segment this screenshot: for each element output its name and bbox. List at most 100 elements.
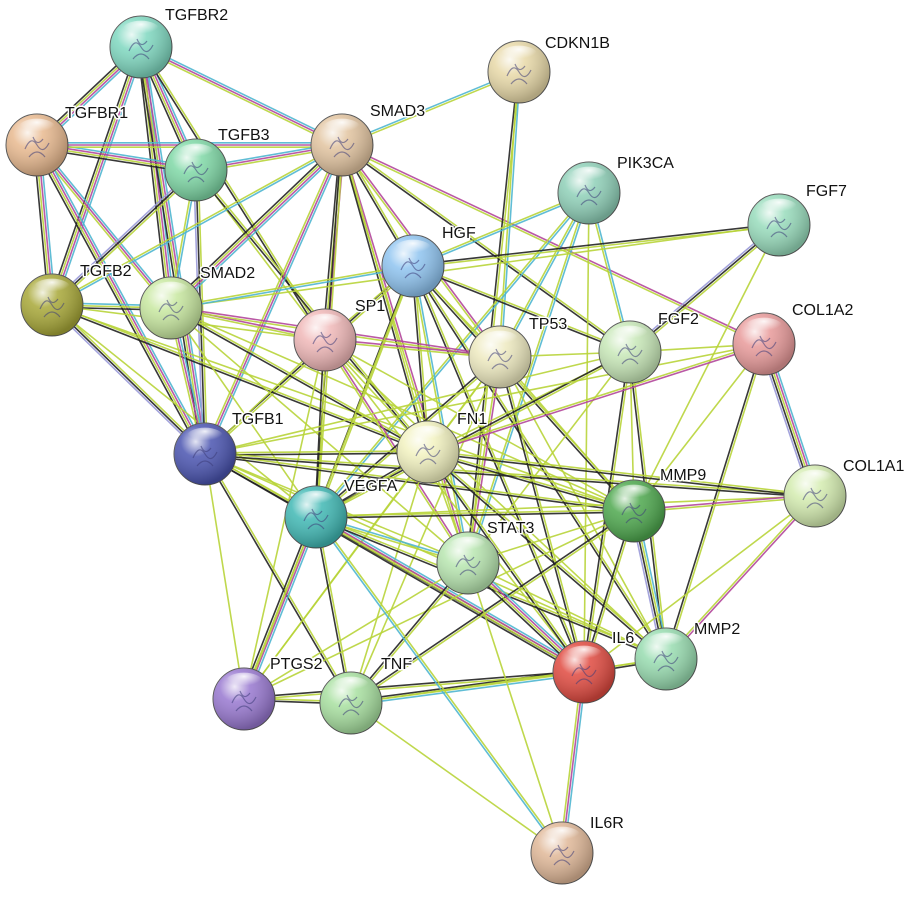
edge-line-coexpression [48,45,139,305]
edge-line-textmining [583,495,816,673]
protein-structure-icon [487,348,513,370]
edge-cdkn1b-tp53 [498,71,521,358]
edge-smad3-fgf2 [340,143,632,354]
node-col1a2[interactable]: COL1A2 [732,301,855,376]
edge-tgfbr2-smad3 [139,44,344,148]
node-label: TGFB2 [80,263,132,280]
edge-smad3-col1a2 [340,143,766,346]
node-ptgs2[interactable]: PTGS2 [212,655,324,731]
node-mmp9[interactable]: MMP9 [602,466,708,543]
edge-line-coexpression [664,342,764,660]
edge-line-textmining [204,453,245,700]
edge-line-experimental [204,144,343,455]
node-label: TGFBR1 [65,105,128,122]
node-fgf2[interactable]: FGF2 [598,310,700,384]
edge-line-textmining [427,450,668,659]
node-fgf7[interactable]: FGF7 [747,182,848,257]
edge-line-textmining [427,450,816,496]
edge-col1a1-mmp2 [664,494,817,661]
edge-line-textmining [498,71,519,358]
edge-line-textmining [243,510,635,700]
node-cdkn1b[interactable]: CDKN1B [487,34,611,104]
node-mmp2[interactable]: MMP2 [634,620,742,691]
edge-line-coexpression [349,669,585,702]
edge-line-experimental [170,144,344,310]
edge-vegfa-col1a1 [315,495,816,518]
edge-line-known_db [54,47,145,307]
node-highlight [647,632,685,652]
edge-line-known_db [314,516,562,855]
node-tgfb1[interactable]: TGFB1 [173,410,285,486]
node-il6[interactable]: IL6 [552,629,636,704]
node-label: HGF [442,225,476,242]
edge-pik3ca-il6 [583,192,590,673]
node-vegfa[interactable]: VEGFA [284,477,399,549]
edge-line-textmining [350,702,563,854]
protein-structure-icon [183,161,209,183]
edge-line-textmining [467,351,631,564]
edge-line-textmining [316,515,353,704]
node-label: TGFB1 [232,411,284,428]
edge-line-textmining [204,343,765,455]
edge-line-coexpression [240,514,314,699]
node-label: FGF2 [658,311,699,328]
protein-structure-icon [24,136,50,158]
edge-line-coexpression [50,305,429,454]
edge-line-coexpression [426,452,667,661]
node-il6r[interactable]: IL6R [530,814,625,885]
edge-line-textmining [243,451,429,700]
edge-line-textmining [243,562,469,700]
edge-line-textmining [467,562,563,854]
node-tgfb3[interactable]: TGFB3 [164,126,271,202]
node-highlight [332,676,370,696]
edge-mmp9-tnf [349,509,636,705]
node-smad2[interactable]: SMAD2 [139,264,257,340]
edge-line-textmining [51,304,635,512]
node-stat3[interactable]: STAT3 [436,519,536,595]
node-tp53[interactable]: TP53 [468,315,569,389]
protein-structure-icon [455,554,481,576]
edge-line-coexpression [313,519,584,676]
protein-structure-icon [400,257,426,279]
node-tgfbr1[interactable]: TGFBR1 [5,104,130,177]
node-highlight [18,118,56,138]
node-label: IL6R [590,815,624,832]
node-label: FN1 [457,411,487,428]
edge-line-textmining [52,170,199,308]
node-label: STAT3 [487,520,535,537]
protein-structure-icon [192,445,218,467]
protein-structure-icon [312,331,338,353]
edge-line-coexpression [51,169,197,306]
edge-line-textmining [412,264,632,352]
edge-line-coexpression [412,223,780,266]
node-tnf[interactable]: TNF [319,655,414,735]
node-label: IL6 [612,630,634,647]
protein-structure-icon [653,650,679,672]
edge-line-textmining [350,356,501,704]
node-tgfbr2[interactable]: TGFBR2 [109,6,230,79]
node-col1a1[interactable]: COL1A1 [783,457,906,528]
node-label: SMAD2 [200,265,255,282]
edge-fn1-mmp2 [426,450,668,661]
node-tgfb2[interactable]: TGFB2 [20,262,133,337]
node-smad3[interactable]: SMAD3 [310,102,427,177]
node-hgf[interactable]: HGF [381,224,478,298]
edge-fgf2-tgfb1 [204,351,631,455]
edge-line-textmining [413,264,668,660]
protein-structure-icon [338,694,364,716]
protein-structure-icon [621,502,647,524]
protein-structure-icon [158,299,184,321]
edge-line-homology [49,305,205,457]
node-pik3ca[interactable]: PIK3CA [557,154,676,225]
edge-line-coexpression [322,144,341,341]
node-fn1[interactable]: FN1 [396,410,489,484]
edge-il6r-vegfa [314,515,564,855]
edge-line-experimental [427,344,766,454]
node-sp1[interactable]: SP1 [293,297,387,372]
protein-structure-icon [415,443,441,465]
node-highlight [409,425,447,445]
edge-vegfa-tnf [314,515,353,705]
node-highlight [394,239,432,259]
edge-line-known_db [141,44,344,144]
edge-tgfb1-tnf [203,452,353,705]
